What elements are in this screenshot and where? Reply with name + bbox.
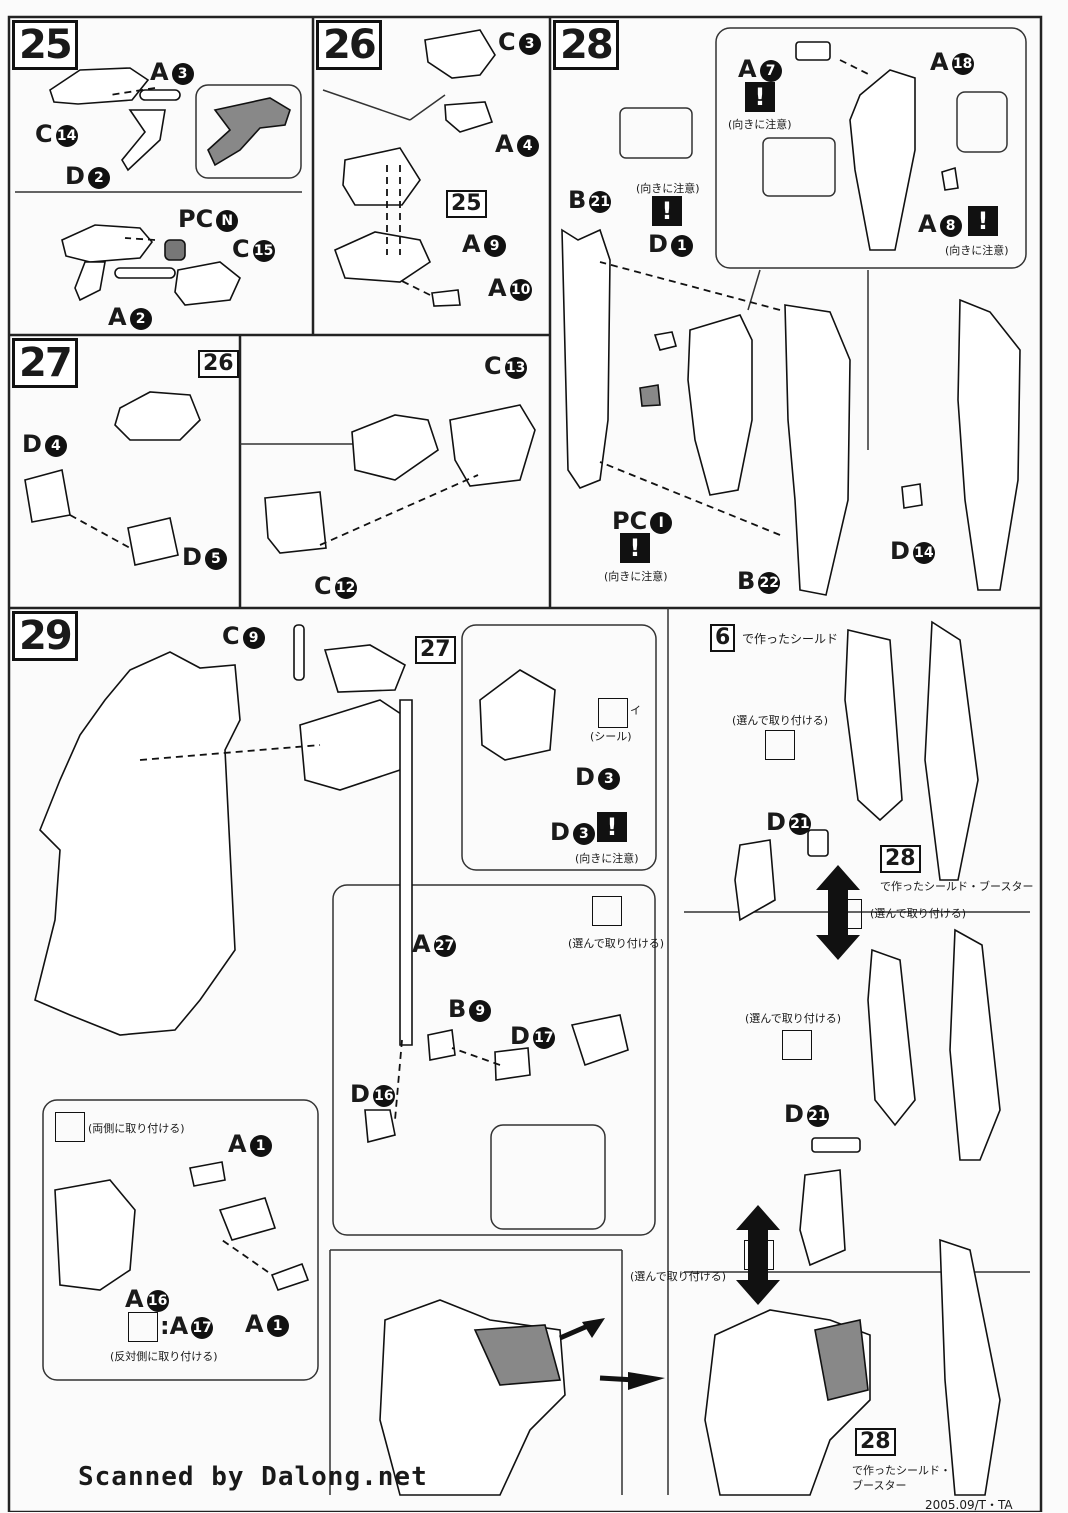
shield-6-ref: 6 [710,624,736,652]
both-sides-icon [55,1112,85,1142]
choose-icon [765,730,795,760]
caution-icon: ! [652,196,682,226]
booster-caption: で作ったシールド・ブースター [880,880,1034,893]
choose-label: (選んで取り付ける) [568,937,665,950]
step-26-number: 26 [316,20,382,70]
choose-icon [832,899,862,929]
caution-icon: ! [620,533,650,563]
caution-note: (向きに注意) [945,244,1009,257]
seal-label: (シール) [590,730,632,743]
booster-caption-2: で作ったシールド・ [852,1464,951,1477]
step-26-ref: 25 [446,190,487,218]
step-29-ref: 27 [415,636,456,664]
caution-icon: ! [968,206,998,236]
choose-label: (選んで取り付ける) [870,907,967,920]
step-28-number: 28 [553,20,619,70]
shield-caption: で作ったシールド [742,632,839,646]
seal-icon [598,698,628,728]
booster-caption-3: ブースター [852,1479,907,1492]
step-25-number: 25 [12,20,78,70]
choose-icon [744,1240,774,1270]
step-29-number: 29 [12,611,78,661]
booster-28-ref: 28 [880,845,921,873]
choose-label: (選んで取り付ける) [630,1270,727,1283]
caution-note: (向きに注意) [604,570,668,583]
step-27-ref: 26 [198,350,239,378]
seal-mark: イ [630,704,641,717]
caution-note: (向きに注意) [575,852,639,865]
opposite-side-icon [128,1312,158,1342]
scanned-by-watermark: Scanned by Dalong.net [78,1462,428,1492]
print-code: 2005.09/T・TA [925,1498,1013,1512]
caution-icon: ! [597,812,627,842]
caution-note: (向きに注意) [636,182,700,195]
choose-icon [592,896,622,926]
choose-label: (選んで取り付ける) [745,1012,842,1025]
opposite-side-label: (反対側に取り付ける) [110,1350,218,1363]
caution-icon: ! [745,82,775,112]
step-27-number: 27 [12,338,78,388]
both-sides-label: (両側に取り付ける) [88,1122,185,1135]
caution-note: (向きに注意) [728,118,792,131]
choose-icon [782,1030,812,1060]
choose-label: (選んで取り付ける) [732,714,829,727]
booster-28-ref-2: 28 [855,1428,896,1456]
